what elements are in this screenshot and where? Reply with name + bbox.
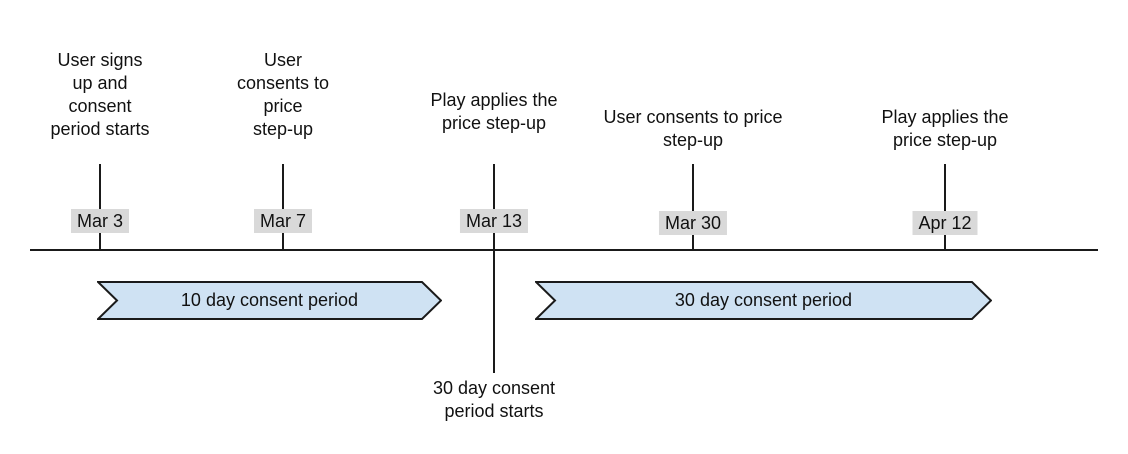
- milestone-tick-mar-13-extended: [493, 164, 495, 373]
- milestone-tick-mar-30: [692, 164, 694, 250]
- milestone-date-chip: Mar 30: [658, 211, 728, 235]
- milestone-label-apply-2: Play applies the price step-up: [881, 107, 1009, 150]
- milestone-date-chip: Mar 3: [70, 209, 130, 233]
- milestone-label-consent-1: User consents to price step-up: [236, 50, 330, 139]
- arrow-label: 30 day consent period: [674, 290, 853, 310]
- milestone-tick-mar-7: [282, 164, 284, 250]
- milestone-label-consent-2: User consents to price step-up: [603, 107, 783, 150]
- milestone-label-signup: User signs up and consent period starts: [50, 50, 150, 139]
- milestone-date-chip: Mar 7: [253, 209, 313, 233]
- milestone-date-chip: Mar 13: [459, 209, 529, 233]
- milestone-label-apply-1: Play applies the price step-up: [430, 90, 558, 133]
- consent-period-arrow-30day: 30 day consent period: [535, 281, 992, 320]
- chevron-arrow-shape: [535, 281, 992, 320]
- milestone-tick-mar-3: [99, 164, 101, 250]
- timeline-axis-line: [30, 249, 1098, 251]
- milestone-date-chip: Apr 12: [912, 211, 978, 235]
- consent-period-arrow-10day: 10 day consent period: [97, 281, 442, 320]
- annotation-30day-period-starts: 30 day consent period starts: [432, 378, 556, 421]
- arrow-label: 10 day consent period: [180, 290, 359, 310]
- milestone-tick-apr-12: [944, 164, 946, 250]
- chevron-arrow-shape: [97, 281, 442, 320]
